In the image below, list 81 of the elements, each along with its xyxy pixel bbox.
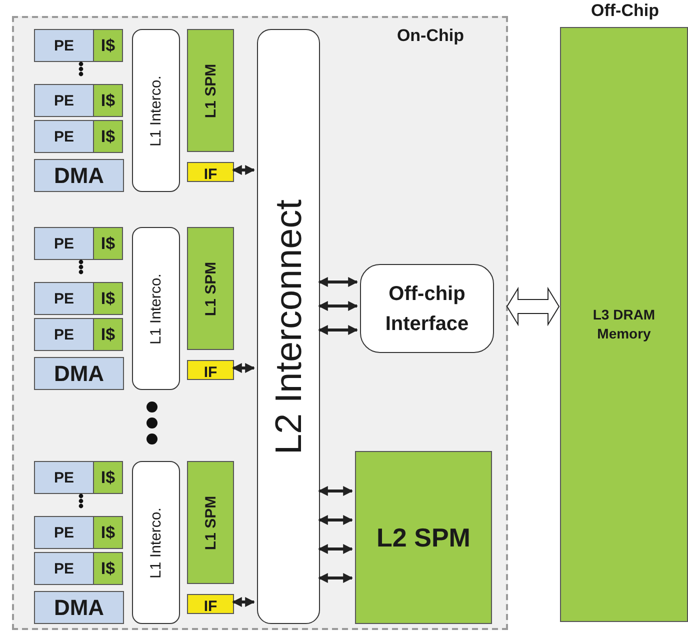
- block-label: IF: [202, 166, 218, 181]
- block-label: I$: [100, 468, 116, 488]
- double-arrow: [318, 515, 353, 525]
- block-label: DMA: [52, 594, 106, 620]
- cache-box: [93, 120, 123, 153]
- block-label: I$: [100, 324, 116, 344]
- block-label: I$: [100, 126, 116, 146]
- double-arrow: [232, 363, 255, 373]
- double-arrow: [318, 544, 353, 554]
- block-label: PE: [52, 524, 75, 541]
- block-label: Off-chip Interface: [384, 282, 470, 336]
- cache-box: [93, 282, 123, 315]
- block-label: L1 Interco.: [148, 507, 164, 578]
- memory-box: [187, 29, 234, 152]
- block-label: L1 SPM: [202, 63, 219, 118]
- region-label: Off-Chip: [590, 1, 660, 21]
- memory-box: [187, 461, 234, 584]
- dma-box: [34, 591, 124, 624]
- cache-box: [93, 461, 123, 494]
- block-label: I$: [100, 90, 116, 110]
- block-label: I$: [100, 558, 116, 578]
- double-arrow: [318, 277, 358, 287]
- block-label: I$: [100, 288, 116, 308]
- cache-box: [93, 29, 123, 62]
- block-label: IF: [202, 598, 218, 613]
- pe-box: [34, 120, 94, 153]
- interface-box: [187, 594, 234, 614]
- pe-box: [34, 227, 94, 260]
- block-label: L1 SPM: [202, 261, 219, 316]
- interconnect-box: [132, 227, 180, 390]
- block-label: I$: [100, 522, 116, 542]
- cache-box: [93, 84, 123, 117]
- block-label: IF: [202, 364, 218, 379]
- pe-box: [34, 282, 94, 315]
- cache-box: [93, 516, 123, 549]
- chip-boundary: [12, 16, 508, 630]
- interconnect-box: [257, 29, 320, 624]
- pe-box: [34, 318, 94, 351]
- interconnect-box: [132, 29, 180, 192]
- dma-box: [34, 159, 124, 192]
- block-label: PE: [52, 235, 75, 252]
- double-arrow: [232, 165, 255, 175]
- block-label: DMA: [52, 162, 106, 188]
- interface-box: [187, 162, 234, 182]
- block-label: PE: [52, 560, 75, 577]
- pe-box: [34, 461, 94, 494]
- block-label: PE: [52, 128, 75, 145]
- double-arrow: [232, 597, 255, 607]
- pe-box: [34, 516, 94, 549]
- double-arrow: [318, 325, 358, 335]
- double-arrow: [318, 301, 358, 311]
- block-label: DMA: [52, 360, 106, 386]
- block-label: L2 Interconnect: [268, 198, 310, 454]
- block-label: PE: [52, 469, 75, 486]
- block-label: PE: [52, 37, 75, 54]
- double-arrow: [506, 286, 560, 326]
- memory-box: [355, 451, 492, 624]
- cache-box: [93, 552, 123, 585]
- region-label: On-Chip: [396, 26, 464, 46]
- block-label: L1 Interco.: [148, 75, 164, 146]
- pe-box: [34, 29, 94, 62]
- double-arrow: [318, 573, 353, 583]
- dma-box: [34, 357, 124, 390]
- interface-box: [187, 360, 234, 380]
- block-label: L1 SPM: [202, 495, 219, 550]
- cache-box: [93, 318, 123, 351]
- double-arrow: [318, 486, 353, 496]
- block-label: PE: [52, 290, 75, 307]
- block-label: I$: [100, 36, 116, 56]
- interface-box: [360, 264, 494, 353]
- block-label: L1 Interco.: [148, 273, 164, 344]
- interconnect-box: [132, 461, 180, 624]
- pe-box: [34, 84, 94, 117]
- block-label: L2 SPM: [376, 522, 472, 553]
- block-label: PE: [52, 92, 75, 109]
- pe-box: [34, 552, 94, 585]
- cache-box: [93, 227, 123, 260]
- memory-box: [187, 227, 234, 350]
- block-label: L3 DRAM Memory: [592, 304, 656, 344]
- block-label: PE: [52, 326, 75, 343]
- block-label: I$: [100, 234, 116, 254]
